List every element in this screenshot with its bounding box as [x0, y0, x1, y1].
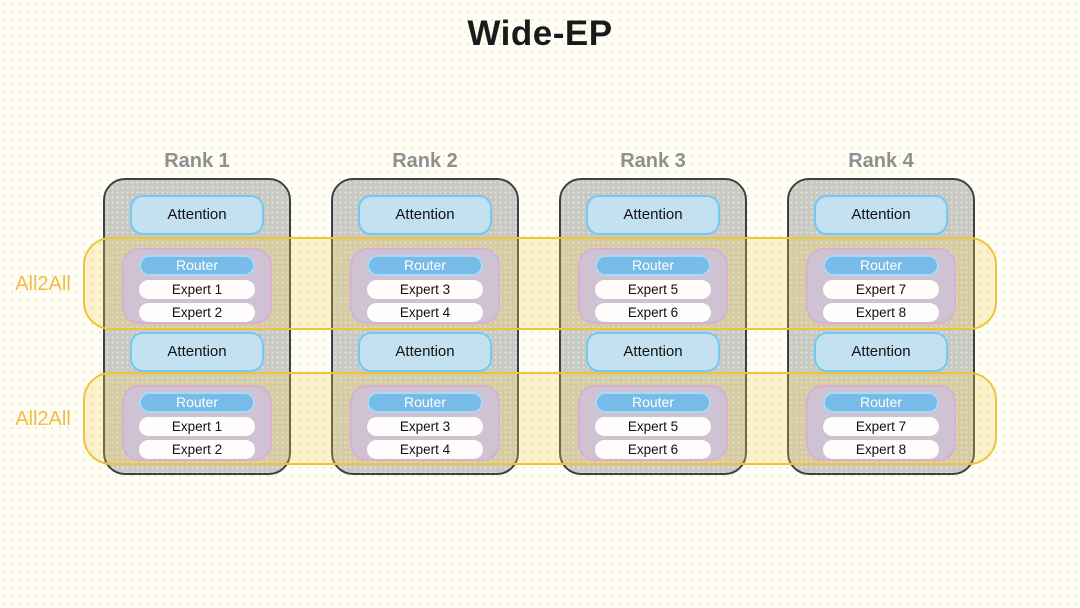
expert-pill: Expert 6 — [595, 303, 711, 322]
rank-2-label: Rank 2 — [392, 150, 458, 172]
attention-block: Attention — [586, 195, 720, 235]
expert-pill: Expert 7 — [823, 417, 939, 436]
rank-column-1: Rank 1 Attention Router Expert 1 Expert … — [103, 148, 291, 478]
router-pill: Router — [823, 392, 939, 413]
moe-block: Router Expert 1 Expert 2 — [122, 385, 272, 461]
rank-4-box: Attention Router Expert 7 Expert 8 Atten… — [787, 178, 975, 475]
expert-pill: Expert 2 — [139, 303, 255, 322]
expert-pill: Expert 6 — [595, 440, 711, 459]
attention-block: Attention — [358, 195, 492, 235]
expert-pill: Expert 7 — [823, 280, 939, 299]
attention-block: Attention — [814, 332, 948, 372]
expert-pill: Expert 1 — [139, 417, 255, 436]
moe-block: Router Expert 5 Expert 6 — [578, 248, 728, 324]
attention-block: Attention — [130, 332, 264, 372]
rank-1-label: Rank 1 — [164, 150, 230, 172]
expert-pill: Expert 8 — [823, 440, 939, 459]
attention-block: Attention — [814, 195, 948, 235]
rank-2-box: Attention Router Expert 3 Expert 4 Atten… — [331, 178, 519, 475]
router-pill: Router — [139, 255, 255, 276]
router-pill: Router — [367, 392, 483, 413]
rank-column-2: Rank 2 Attention Router Expert 3 Expert … — [331, 148, 519, 478]
moe-block: Router Expert 3 Expert 4 — [350, 385, 500, 461]
attention-block: Attention — [586, 332, 720, 372]
router-pill: Router — [139, 392, 255, 413]
moe-block: Router Expert 5 Expert 6 — [578, 385, 728, 461]
rank-4-label: Rank 4 — [848, 150, 914, 172]
attention-block: Attention — [130, 195, 264, 235]
rank-3-label: Rank 3 — [620, 150, 686, 172]
rank-column-3: Rank 3 Attention Router Expert 5 Expert … — [559, 148, 747, 478]
expert-pill: Expert 1 — [139, 280, 255, 299]
router-pill: Router — [595, 392, 711, 413]
moe-block: Router Expert 7 Expert 8 — [806, 248, 956, 324]
expert-pill: Expert 5 — [595, 280, 711, 299]
moe-block: Router Expert 7 Expert 8 — [806, 385, 956, 461]
rank-column-4: Rank 4 Attention Router Expert 7 Expert … — [787, 148, 975, 478]
all2all-label-2: All2All — [15, 408, 71, 430]
expert-pill: Expert 2 — [139, 440, 255, 459]
expert-pill: Expert 4 — [367, 303, 483, 322]
expert-pill: Expert 4 — [367, 440, 483, 459]
expert-pill: Expert 3 — [367, 280, 483, 299]
moe-block: Router Expert 1 Expert 2 — [122, 248, 272, 324]
expert-pill: Expert 5 — [595, 417, 711, 436]
router-pill: Router — [595, 255, 711, 276]
router-pill: Router — [367, 255, 483, 276]
diagram-title: Wide-EP — [467, 14, 613, 53]
moe-block: Router Expert 3 Expert 4 — [350, 248, 500, 324]
rank-3-box: Attention Router Expert 5 Expert 6 Atten… — [559, 178, 747, 475]
expert-pill: Expert 3 — [367, 417, 483, 436]
router-pill: Router — [823, 255, 939, 276]
attention-block: Attention — [358, 332, 492, 372]
expert-pill: Expert 8 — [823, 303, 939, 322]
all2all-label-1: All2All — [15, 273, 71, 295]
rank-1-box: Attention Router Expert 1 Expert 2 Atten… — [103, 178, 291, 475]
